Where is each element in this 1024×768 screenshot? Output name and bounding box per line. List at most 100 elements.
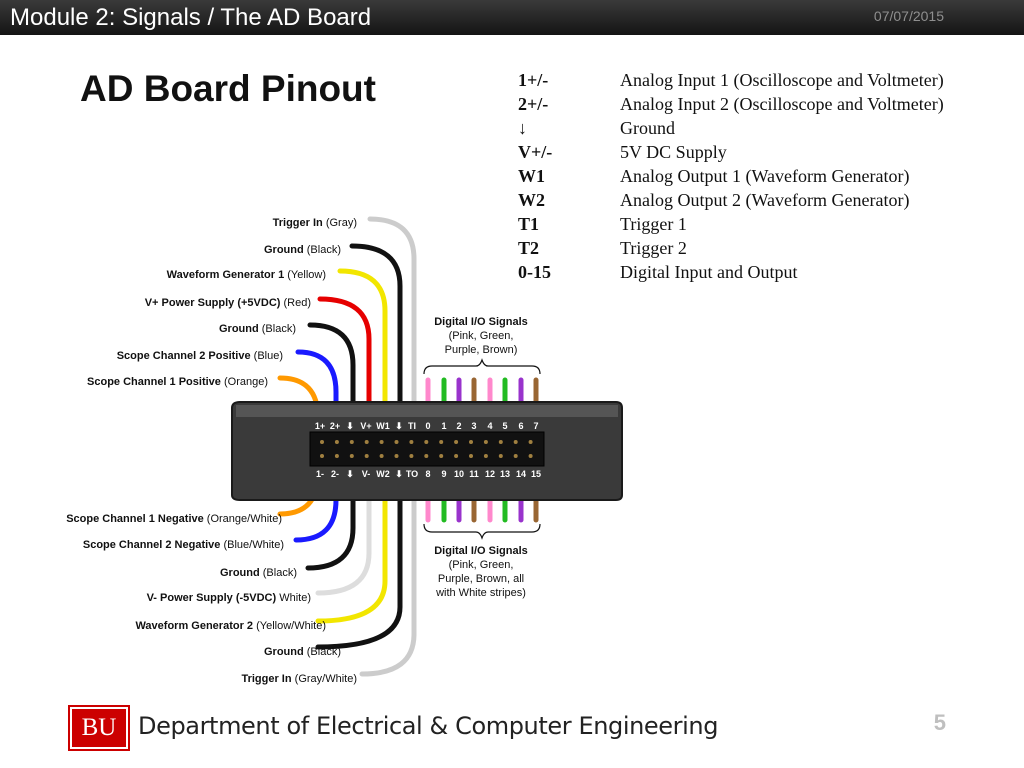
department-name: Department of Electrical & Computer Engi…: [138, 712, 719, 740]
legend-description: Trigger 1: [620, 214, 687, 234]
pin-label-top: 4: [487, 421, 492, 431]
wire-function: V+ Power Supply (+5VDC): [145, 297, 284, 309]
wire-function: Scope Channel 1 Positive: [87, 376, 224, 388]
wire-color: (Orange): [224, 376, 268, 388]
pin-dot: [349, 440, 354, 444]
legend-code: T2: [518, 238, 540, 258]
slide-title: AD Board Pinout: [80, 68, 376, 109]
legend-code: V+/-: [518, 142, 553, 162]
pin-label-top: 0: [425, 421, 430, 431]
wire-color: (Orange/White): [207, 513, 282, 525]
digital-io-caption: Purple, Brown): [445, 344, 518, 356]
pin-dot: [439, 440, 444, 444]
pin-label-top: V+: [360, 421, 371, 431]
pin-label-bottom: 2-: [331, 469, 339, 479]
pin-dot: [379, 454, 384, 458]
pin-dot: [439, 454, 444, 458]
wire-label: Ground (Black): [219, 323, 296, 335]
wire-color: (Gray): [326, 217, 357, 229]
legend-description: Analog Output 1 (Waveform Generator): [620, 166, 910, 186]
wire-function: Trigger In: [273, 217, 326, 229]
wire-color: White): [279, 592, 311, 604]
pin-label-bottom: 8: [425, 469, 430, 479]
wire-function: Scope Channel 2 Negative: [83, 539, 224, 551]
wire-color: (Yellow/White): [256, 620, 326, 632]
wire-function: Scope Channel 2 Positive: [117, 350, 254, 362]
wire-label: Waveform Generator 1 (Yellow): [167, 269, 326, 281]
pin-dot: [409, 454, 414, 458]
pin-label-bottom: 10: [454, 469, 464, 479]
pin-dot: [409, 440, 414, 444]
legend-description: Trigger 2: [620, 238, 687, 258]
wire-label: Scope Channel 1 Positive (Orange): [87, 376, 268, 388]
pin-label-bottom: 9: [441, 469, 446, 479]
pin-label-top: 5: [502, 421, 507, 431]
wire-top: [307, 322, 356, 421]
digital-brace-top: [423, 358, 541, 375]
wire-color: (Black): [307, 244, 341, 256]
pin-label-bottom: 12: [485, 469, 495, 479]
pin-dot: [320, 454, 324, 458]
wire-label: Scope Channel 2 Positive (Blue): [117, 350, 283, 362]
pin-label-top: W1: [376, 421, 390, 431]
wire-function: Trigger In: [241, 673, 294, 685]
wire-color: (Black): [307, 646, 341, 658]
wire-label: Ground (Black): [220, 567, 297, 579]
wire-bottom: [359, 479, 417, 677]
pin-dot: [349, 454, 354, 458]
wire-function: Waveform Generator 1: [167, 269, 288, 281]
wire-color: (Black): [263, 567, 297, 579]
wire-function: Ground: [219, 323, 262, 335]
pin-dot: [498, 454, 503, 458]
pin-dot: [469, 440, 473, 444]
pin-label-bottom: 13: [500, 469, 510, 479]
pin-label-top: 1: [441, 421, 446, 431]
wire-top: [317, 296, 372, 421]
legend-code: W2: [518, 190, 545, 210]
wire-bottom: [315, 479, 372, 596]
pin-dot: [364, 440, 369, 444]
wire-function: Waveform Generator 2: [135, 620, 256, 632]
wire-color: (Gray/White): [295, 673, 357, 685]
wire-top: [337, 268, 388, 421]
pin-dot: [334, 454, 339, 458]
wire-function: Ground: [264, 244, 307, 256]
pin-label-top: 2+: [330, 421, 340, 431]
pin-dot: [513, 454, 518, 458]
wire-label: Waveform Generator 2 (Yellow/White): [135, 620, 326, 632]
ad-board-highlight: [236, 405, 618, 417]
pin-dot: [454, 454, 459, 458]
header-bar: Module 2: Signals / The AD Board 07/07/2…: [0, 0, 1024, 35]
wire-label: Trigger In (Gray/White): [241, 673, 357, 685]
pin-dot: [483, 454, 488, 458]
bu-logo: BU: [68, 705, 130, 751]
legend-description: Analog Output 2 (Waveform Generator): [620, 190, 910, 210]
legend-description: Digital Input and Output: [620, 262, 798, 282]
pin-dot: [469, 454, 473, 458]
wire-top: [367, 216, 417, 421]
pin-label-top: 1+: [315, 421, 325, 431]
module-title: Module 2: Signals / The AD Board: [10, 4, 372, 31]
legend-code: ↓: [518, 118, 527, 138]
wire-top: [295, 349, 339, 421]
wire-label: Ground (Black): [264, 244, 341, 256]
legend-description: 5V DC Supply: [620, 142, 727, 162]
wire-label: Scope Channel 1 Negative (Orange/White): [66, 513, 282, 525]
pin-dot: [320, 440, 324, 444]
digital-io-caption: (Pink, Green,: [449, 559, 514, 571]
pin-dot: [394, 454, 399, 458]
pin-label-bottom: TO: [406, 469, 418, 479]
pin-label-bottom: W2: [376, 469, 390, 479]
legend-code: 1+/-: [518, 70, 549, 90]
digital-io-caption: (Pink, Green,: [449, 330, 514, 342]
slide-date: 07/07/2015: [873, 8, 944, 24]
pin-label-top: ⬇: [395, 421, 403, 431]
pin-label-top: 2: [456, 421, 461, 431]
pin-header: [309, 431, 545, 467]
wire-label: V+ Power Supply (+5VDC) (Red): [145, 297, 311, 309]
pin-label-bottom: 11: [469, 469, 479, 479]
wire-color: (Red): [283, 297, 311, 309]
wire-color: (Blue): [254, 350, 283, 362]
wire-function: Ground: [220, 567, 263, 579]
